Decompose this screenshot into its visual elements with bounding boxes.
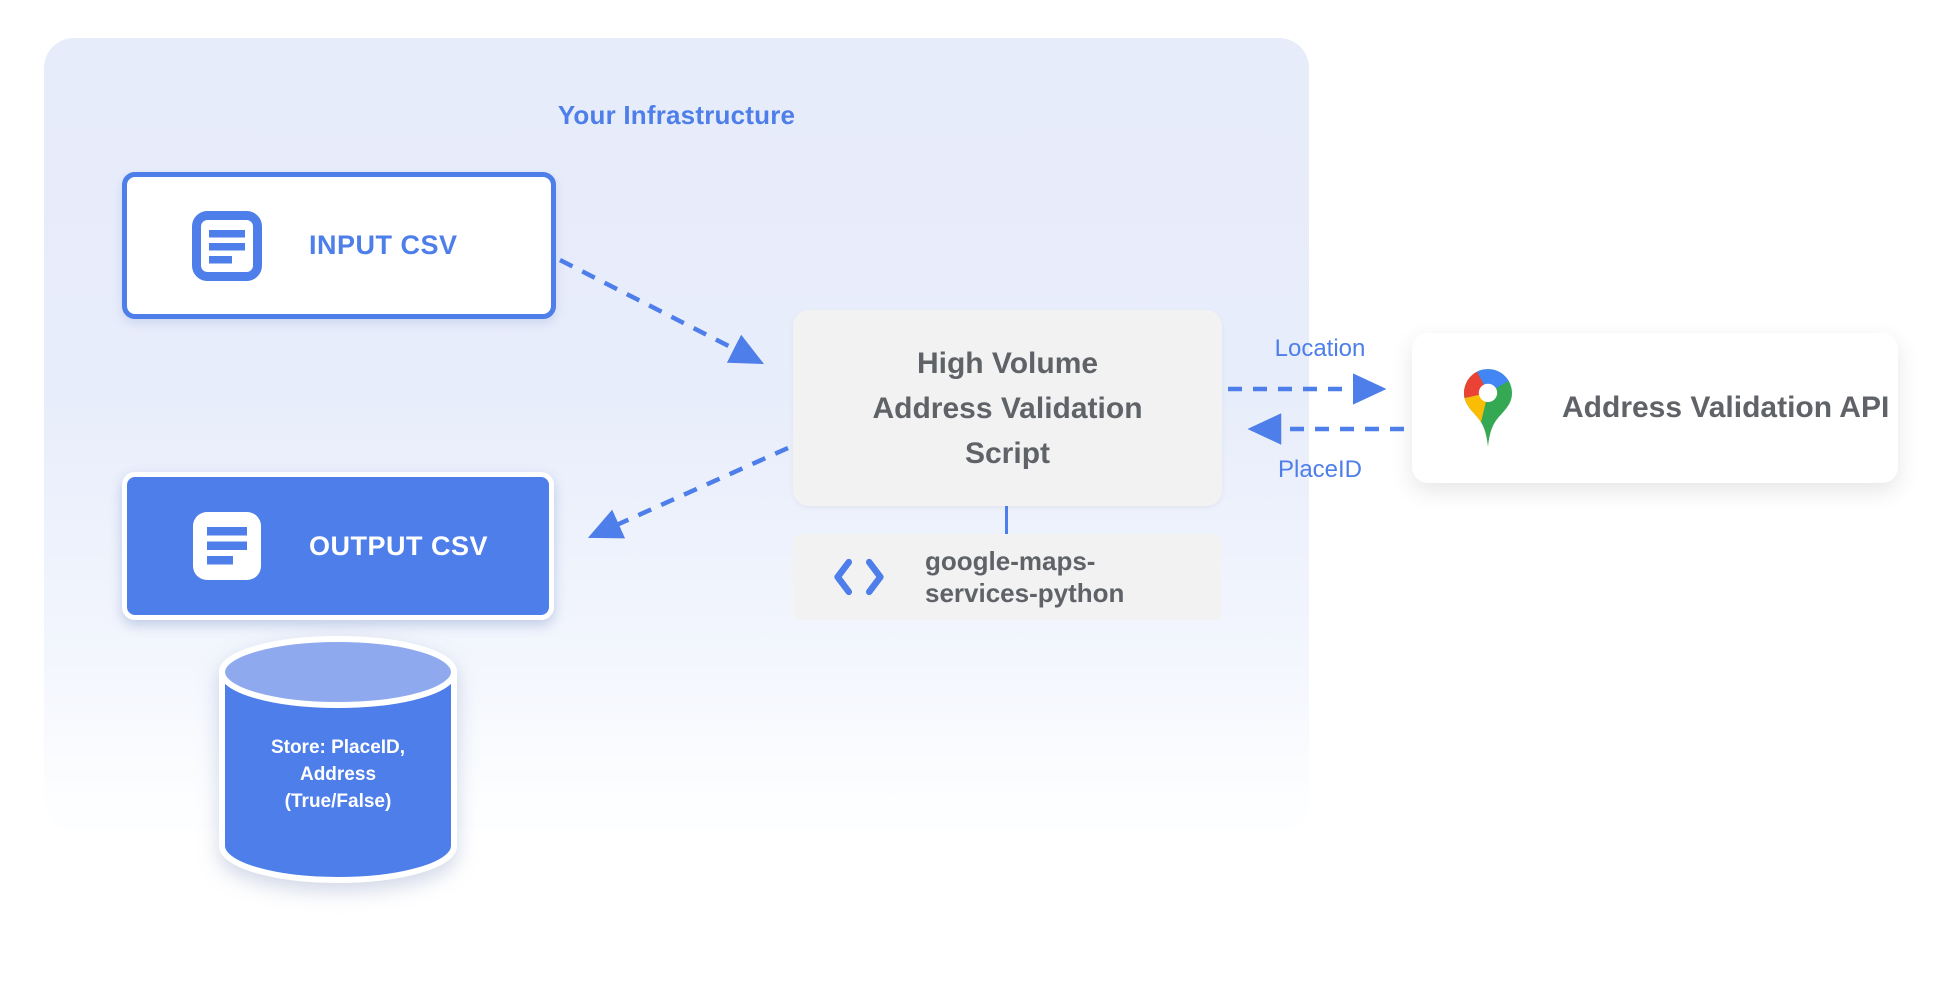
datastore-node: Store: PlaceID, Address (True/False) — [216, 634, 460, 888]
script-label-line: High Volume — [916, 346, 1099, 380]
script-library-connector — [1005, 506, 1008, 535]
infrastructure-title: Your Infrastructure — [557, 100, 796, 130]
library-node: google-maps- services-python — [793, 534, 1222, 620]
library-label: google-maps- services-python — [925, 546, 1125, 608]
script-node: High Volume Address Validation Script — [793, 310, 1222, 506]
script-label-line: Script — [964, 436, 1051, 470]
api-label: Address Validation API — [1562, 391, 1890, 424]
document-icon — [193, 512, 261, 580]
script-label-line: Address Validation — [872, 391, 1143, 425]
input-csv-node: INPUT CSV — [122, 172, 556, 319]
output-csv-label: OUTPUT CSV — [309, 530, 489, 561]
datastore-label: Store: PlaceID, Address (True/False) — [270, 737, 406, 812]
edge-label-location: Location — [1274, 335, 1366, 362]
google-maps-pin-icon — [1464, 369, 1512, 447]
edge-label-placeid: PlaceID — [1277, 456, 1363, 483]
code-icon — [834, 558, 884, 596]
document-icon — [192, 210, 262, 281]
database-cylinder-icon — [219, 636, 457, 883]
input-csv-label: INPUT CSV — [309, 230, 458, 260]
api-node: Address Validation API — [1412, 333, 1898, 483]
output-csv-node: OUTPUT CSV — [122, 472, 554, 620]
